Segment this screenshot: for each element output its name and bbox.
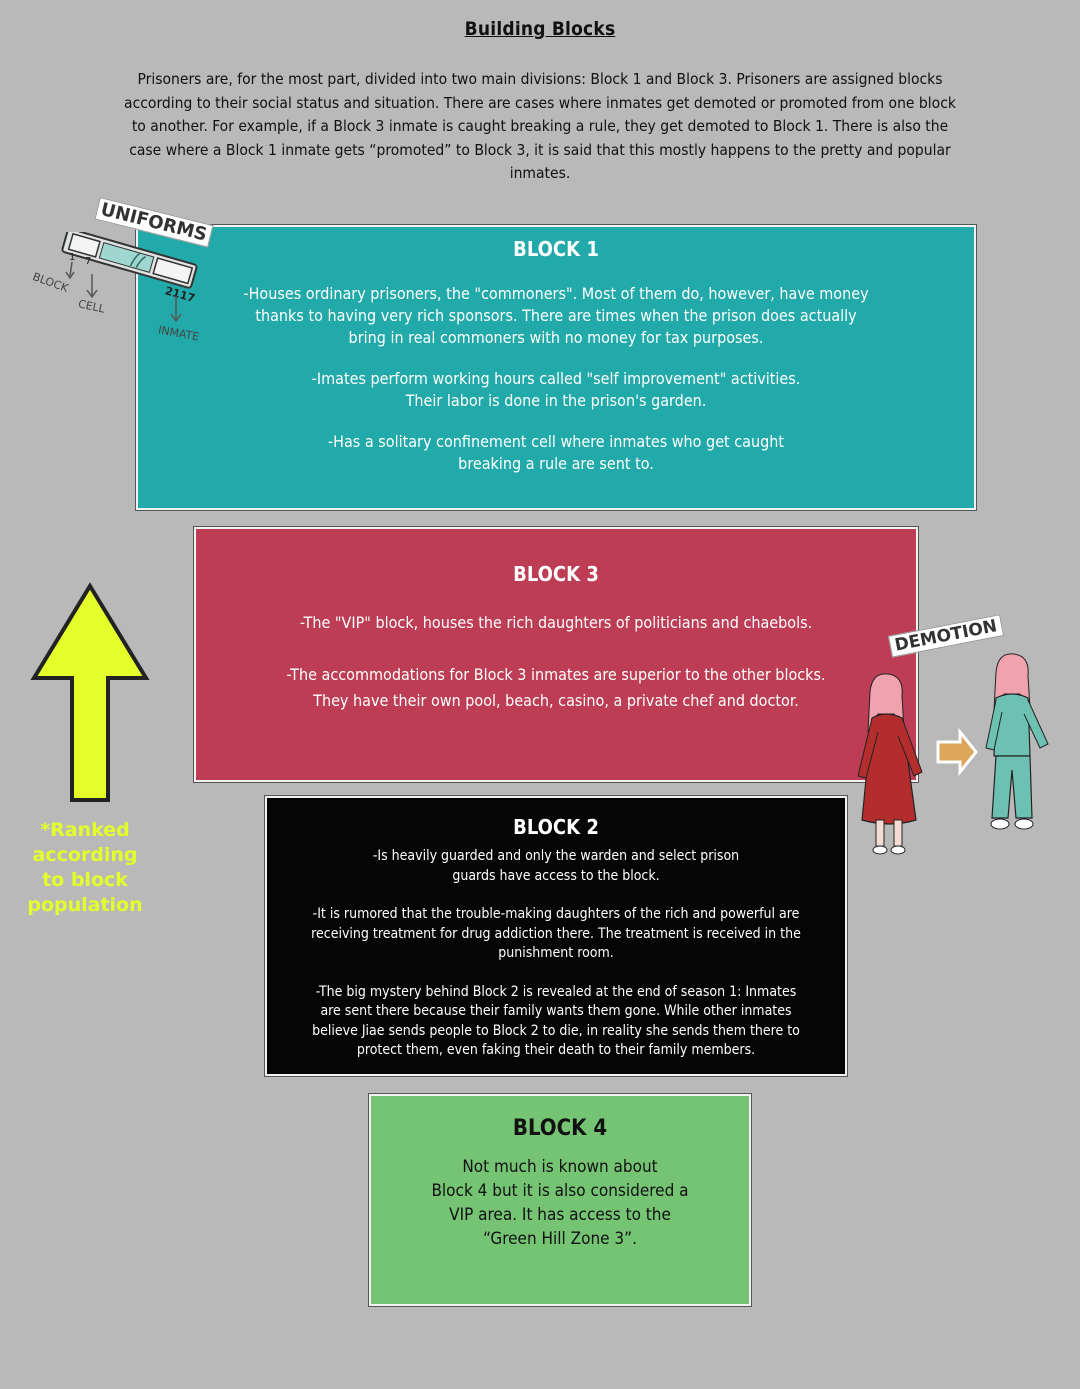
block-2-paragraph: -Is heavily guarded and only the warden … xyxy=(372,848,740,884)
block-2-paragraph: -The big mystery behind Block 2 is revea… xyxy=(312,983,800,1059)
block-2-paragraph: -It is rumored that the trouble-making d… xyxy=(311,906,801,961)
block-1-paragraph: -Houses ordinary prisoners, the "commone… xyxy=(243,284,869,347)
block-2-panel: BLOCK 2 -Is heavily guarded and only the… xyxy=(264,795,848,1077)
block-3-title: BLOCK 3 xyxy=(513,562,599,586)
block-3-paragraph: -The "VIP" block, houses the rich daught… xyxy=(299,613,813,632)
block-4-title: BLOCK 4 xyxy=(512,1116,608,1141)
tag-cell-number: 7 xyxy=(85,256,91,267)
tag-block-number: 1 xyxy=(69,252,75,263)
page-title: Building Blocks xyxy=(464,18,616,40)
block-4-paragraph: Not much is known about Block 4 but it i… xyxy=(431,1157,689,1249)
inmate-pointer-arrow-icon xyxy=(170,296,182,323)
block-2-title: BLOCK 2 xyxy=(513,815,599,839)
block-1-paragraph: -Imates perform working hours called "se… xyxy=(311,369,801,410)
demotion-illustration xyxy=(858,653,1049,855)
block-4-panel: BLOCK 4 Not much is known about Block 4 … xyxy=(368,1093,752,1307)
intro-text: Prisoners are, for the most part, divide… xyxy=(124,70,956,182)
block-1-paragraph: -Has a solitary confinement cell where i… xyxy=(327,432,785,473)
block-1-title: BLOCK 1 xyxy=(513,237,599,261)
up-arrow-icon xyxy=(30,582,150,802)
block-3-paragraph: -The accommodations for Block 3 inmates … xyxy=(286,665,826,710)
block-3-panel: BLOCK 3 -The "VIP" block, houses the ric… xyxy=(193,526,919,783)
cell-pointer-arrow-icon xyxy=(86,274,98,299)
ranked-note: *Ranked according to block population xyxy=(27,819,143,916)
block-1-panel: BLOCK 1 -Houses ordinary prisoners, the … xyxy=(135,224,977,511)
uniform-tag-illustration: 1 7 2117 xyxy=(61,232,198,302)
